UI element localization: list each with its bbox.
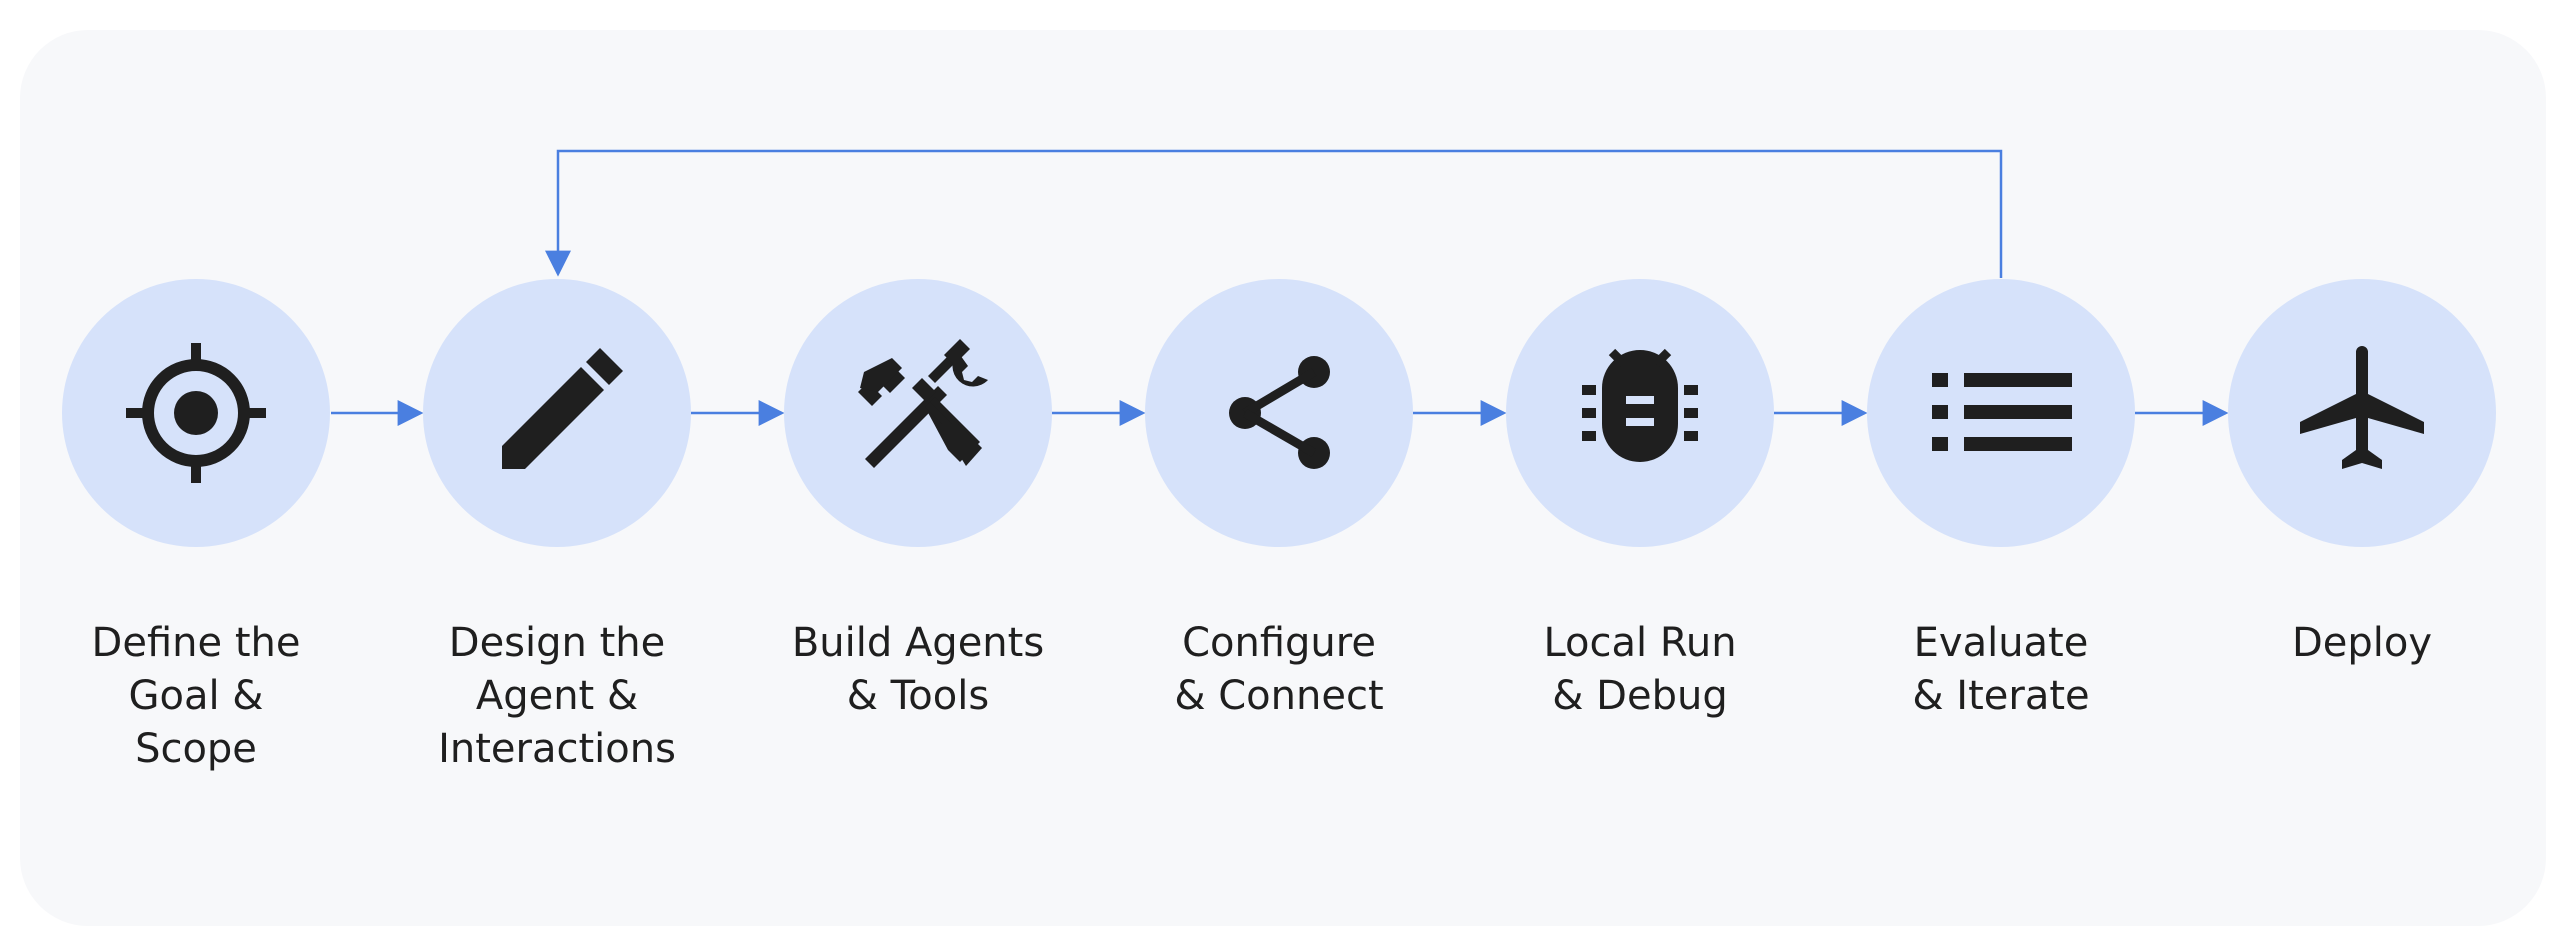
bug-icon [1582,348,1698,462]
step-7-label: Deploy [2291,620,2433,666]
step-4-label: Configure & Connect [1174,620,1384,719]
step-1-label: Define the Goal & Scope [91,620,301,772]
tools-icon [858,339,988,468]
step-3-label: Build Agents & Tools [791,620,1045,719]
step-6-label: Evaluate & Iterate [1912,620,2090,719]
step-2-label: Design the Agent & Interactions [438,620,676,772]
airplane-icon [2300,346,2424,469]
list-icon [1932,373,2072,451]
step-circles [62,279,2496,547]
step-connectors [331,149,2229,426]
target-crosshair-icon [126,343,266,483]
feedback-loop-arrow [545,149,2003,278]
step-4-circle [1145,279,1413,547]
pencil-icon [502,348,623,469]
step-5-label: Local Run & Debug [1543,620,1737,719]
share-icon [1229,356,1330,469]
